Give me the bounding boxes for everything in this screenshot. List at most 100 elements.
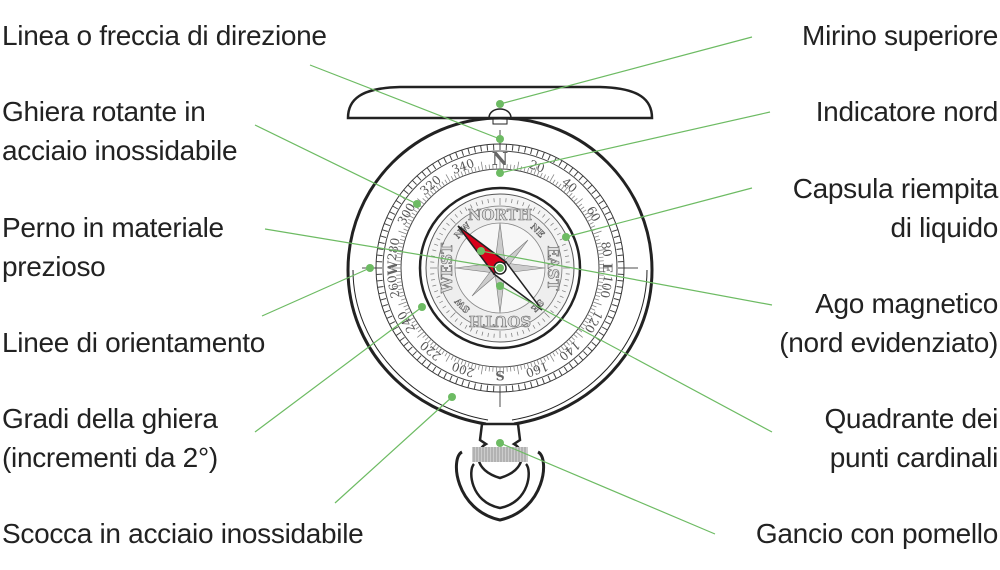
- label-text: (incrementi da 2°): [2, 442, 218, 473]
- bezel-tick: [596, 245, 602, 248]
- bezel-tick: [523, 363, 526, 370]
- bezel-tick: [595, 291, 602, 294]
- bezel-tooth: [541, 152, 545, 159]
- bezel-tick: [398, 301, 408, 306]
- bezel-tick: [516, 365, 520, 375]
- bezel-tick: [403, 304, 409, 308]
- dial-tick: [537, 210, 541, 215]
- bezel-tooth: [578, 355, 584, 361]
- bezel-tooth: [530, 381, 533, 388]
- bezel-tooth: [480, 384, 483, 391]
- bezel-tick: [417, 198, 425, 205]
- dial-tick: [464, 324, 468, 329]
- bezel-tick: [573, 333, 578, 338]
- bezel-tick: [533, 166, 538, 176]
- bezel-tick: [557, 183, 562, 189]
- bezel-tooth: [437, 160, 442, 167]
- bezel-tick: [427, 338, 432, 344]
- bezel-tick: [444, 179, 448, 185]
- bezel-tooth: [541, 377, 545, 384]
- bezel-tick: [430, 341, 435, 346]
- bezel-tick: [457, 358, 461, 364]
- bezel-tick: [583, 212, 589, 216]
- dial-tick: [556, 300, 561, 304]
- label-needle: Ago magnetico(nord evidenziato): [779, 284, 998, 362]
- dial-label-west: WEST: [438, 242, 456, 294]
- bezel-tooth: [601, 205, 608, 210]
- bezel-tick: [485, 365, 487, 372]
- leader-line-quadrante: [499, 285, 773, 433]
- label-text: Scocca in acciaio inossidabile: [2, 518, 364, 549]
- bezel-tick: [413, 209, 419, 213]
- bezel-tooth: [595, 194, 601, 200]
- bezel-tick: [396, 277, 402, 280]
- bezel-tick: [546, 175, 550, 181]
- bezel-tick: [579, 325, 585, 330]
- bezel-tick: [560, 185, 565, 191]
- bezel-tick: [406, 317, 415, 323]
- leader-dot-capsula: [562, 233, 570, 241]
- dial-tick: [431, 255, 436, 257]
- bezel-tick: [590, 307, 596, 311]
- label-sight: Mirino superiore: [802, 16, 998, 55]
- leader-dot-gancio: [496, 439, 504, 447]
- bezel-tick: [474, 166, 477, 173]
- dial-tick: [561, 290, 566, 293]
- bezel-tick: [488, 366, 491, 372]
- bezel-tick: [396, 256, 402, 259]
- dial-tick: [516, 200, 519, 205]
- bezel-tick: [565, 190, 570, 195]
- bezel-tick: [570, 195, 576, 200]
- bezel-tick: [575, 198, 583, 205]
- bezel-tick: [591, 304, 597, 308]
- label-text: Indicatore nord: [815, 96, 999, 127]
- bezel-tooth: [524, 146, 527, 153]
- bezel-tooth: [386, 217, 393, 221]
- bezel-tooth: [558, 160, 563, 167]
- bezel-tooth: [486, 385, 489, 392]
- bezel-tick: [393, 284, 403, 288]
- bezel-tick: [533, 360, 538, 370]
- leader-line-direzione: [309, 64, 501, 140]
- dial-tick: [434, 243, 439, 246]
- bezel-tick: [552, 351, 556, 357]
- leader-line-orientamento: [261, 267, 371, 317]
- bezel-tick: [585, 213, 594, 219]
- bezel-tick: [435, 185, 440, 191]
- bezel-tick: [581, 209, 587, 213]
- dial-tick: [439, 232, 444, 236]
- label-text: Perno in materiale: [2, 212, 224, 243]
- bezel-tick: [396, 253, 403, 255]
- dial-tick: [522, 202, 525, 207]
- dial-tick: [454, 214, 458, 218]
- dial-tick: [563, 249, 568, 252]
- bezel-tick: [594, 235, 600, 238]
- bezel-tooth: [467, 381, 470, 388]
- bezel-tick: [399, 294, 405, 298]
- bezel-tooth: [381, 303, 388, 307]
- bezel-tooth: [616, 248, 623, 251]
- bezel-tooth: [598, 200, 605, 205]
- bezel-tick: [543, 356, 546, 362]
- bezel-tooth: [455, 377, 459, 384]
- bezel-tooth: [591, 189, 597, 195]
- bezel-tick: [575, 331, 583, 338]
- bezel-tick: [462, 360, 467, 370]
- bezel-tooth: [386, 315, 393, 319]
- bezel-tick: [398, 230, 408, 235]
- bezel-tick: [598, 256, 604, 259]
- bezel-tooth: [389, 211, 396, 215]
- leader-dot-orientamento: [366, 264, 374, 272]
- bezel-tick: [513, 164, 515, 171]
- bezel-tooth: [399, 336, 405, 342]
- bezel-tooth: [392, 205, 399, 210]
- bezel-tick: [581, 323, 587, 327]
- leader-line-gancio: [499, 442, 716, 535]
- bezel-tooth: [587, 346, 593, 352]
- bezel-tick: [399, 238, 405, 242]
- bezel-tick: [488, 164, 491, 170]
- bezel-tooth: [395, 200, 402, 205]
- bezel-tick: [597, 281, 604, 283]
- bezel-tooth: [615, 292, 622, 295]
- sight-loop: [488, 108, 512, 119]
